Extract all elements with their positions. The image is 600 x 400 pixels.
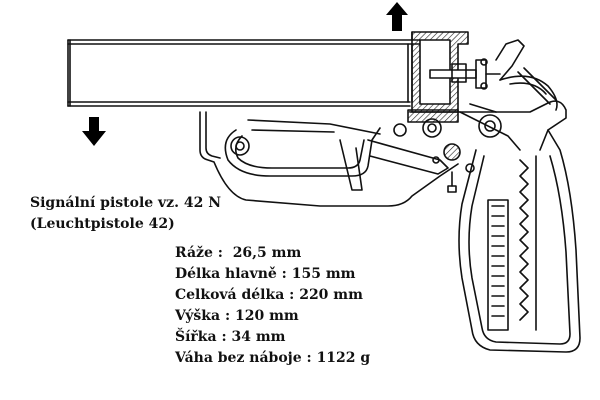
grip	[458, 129, 581, 353]
specs-list: Ráže : 26,5 mm Délka hlavně : 155 mm Cel…	[175, 243, 370, 369]
trigger-guard	[224, 127, 449, 191]
diagram-subtitle: (Leuchtpistole 42)	[30, 216, 175, 232]
spec-row: Váha bez náboje : 1122 g	[175, 348, 370, 369]
spec-value: 155 mm	[291, 266, 356, 282]
spec-value: 120 mm	[235, 308, 299, 324]
spec-value: 1122 g	[316, 350, 371, 366]
diagram-title: Signální pistole vz. 42 N	[30, 195, 222, 211]
spec-value: 26,5 mm	[232, 245, 302, 261]
pistol-body	[67, 31, 581, 353]
spec-value: 34 mm	[231, 329, 286, 345]
pivots	[230, 114, 502, 173]
spec-row: Výška : 120 mm	[175, 306, 370, 327]
linkage	[247, 103, 521, 193]
spec-row: Ráže : 26,5 mm	[175, 243, 370, 264]
barrel	[67, 39, 421, 107]
frame	[199, 39, 567, 207]
spec-label: Délka hlavně :	[175, 266, 287, 282]
arrow-up-icon	[386, 2, 408, 31]
breech-block	[407, 31, 469, 123]
firing-pin	[429, 58, 501, 90]
spec-label: Celková délka :	[175, 287, 295, 303]
caption: Signální pistole vz. 42 N (Leuchtpistole…	[30, 193, 221, 235]
spec-label: Šířka :	[175, 329, 227, 345]
spec-value: 220 mm	[299, 287, 363, 303]
spec-row: Šířka : 34 mm	[175, 327, 370, 348]
spec-label: Váha bez náboje :	[175, 350, 312, 366]
arrow-down-icon	[82, 117, 106, 146]
spec-row: Celková délka : 220 mm	[175, 285, 370, 306]
spec-row: Délka hlavně : 155 mm	[175, 264, 370, 285]
spec-label: Ráže :	[175, 245, 223, 261]
spec-label: Výška :	[175, 308, 231, 324]
